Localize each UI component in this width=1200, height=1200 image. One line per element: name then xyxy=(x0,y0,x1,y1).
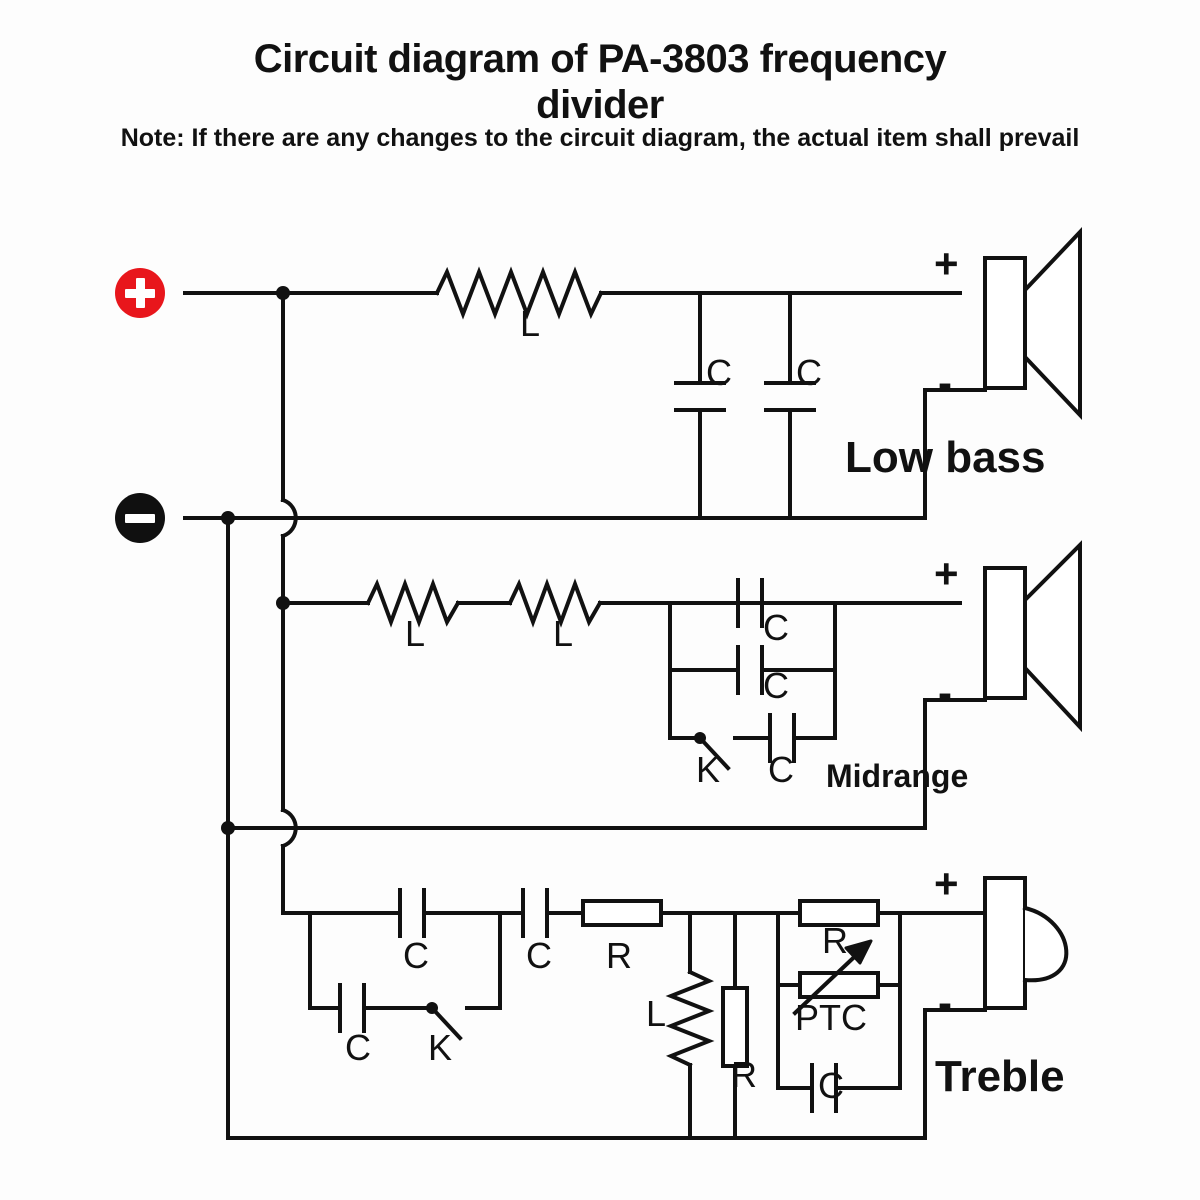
minus-icon-horizontal-bar xyxy=(125,514,155,523)
midrange-network xyxy=(226,578,987,830)
treble-speaker xyxy=(983,876,1069,1010)
plus-icon-vertical-bar xyxy=(135,278,145,308)
negative-rail xyxy=(183,511,285,1140)
low-bass-network xyxy=(226,266,987,520)
positive-rail xyxy=(183,291,312,915)
positive-input-terminal[interactable] xyxy=(115,268,165,318)
midrange-speaker xyxy=(983,540,1082,733)
low-bass-speaker xyxy=(983,226,1082,421)
negative-input-terminal[interactable] xyxy=(115,493,165,543)
treble-network xyxy=(226,888,987,1140)
